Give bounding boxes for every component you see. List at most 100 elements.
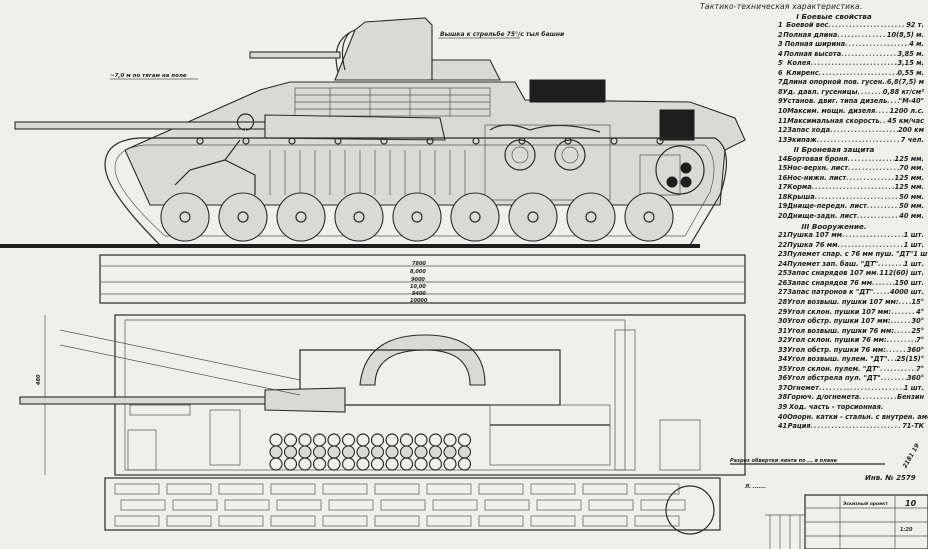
spec-value: 15°: [911, 297, 924, 306]
road-wheel: [624, 192, 674, 242]
track-link: [432, 499, 478, 511]
spec-label: Полная высота: [783, 49, 842, 58]
dim-5: 9400: [412, 291, 426, 297]
spec-row: 8Уд. давл. гусеницы ....................…: [700, 88, 928, 98]
road-wheel: [450, 192, 500, 242]
spec-leader: ..............................: [887, 355, 896, 364]
track-link: [270, 483, 316, 495]
spec-leader: ..............................: [866, 202, 899, 211]
spec-label: Днище-передн. лист: [787, 202, 867, 211]
track-link: [484, 499, 530, 511]
spec-number: 28: [778, 297, 788, 306]
spec-number: 17: [778, 183, 788, 192]
spec-label: Запас снарядов 107 мм: [787, 269, 877, 278]
spec-leader: ..............................: [887, 97, 898, 106]
spec-leader: ..............................: [891, 307, 916, 316]
track-link: [374, 483, 420, 495]
spec-label: Угол возвыш. пушки 107 мм:: [787, 297, 899, 306]
shell: [298, 457, 312, 471]
track-link: [120, 499, 166, 511]
spec-label: Пушка 76 мм: [787, 240, 838, 249]
shell: [312, 457, 327, 471]
shell: [283, 445, 298, 459]
shell: [414, 457, 428, 471]
spec-leader: ..............................: [845, 40, 909, 49]
shell: [327, 445, 341, 459]
track-link: [426, 483, 472, 495]
spec-leader: ..............................: [879, 116, 888, 125]
shell: [312, 445, 327, 459]
shell: [269, 433, 283, 447]
spec-value: 150 шт.: [894, 278, 924, 287]
spec-value: 1200 л.с.: [889, 107, 924, 116]
spec-number: 3: [778, 40, 783, 49]
shell: [399, 433, 414, 447]
spec-value: 7 чел.: [900, 135, 924, 144]
spec-label: Рация: [787, 422, 811, 431]
return-roller: [518, 137, 526, 145]
spec-leader: [883, 403, 924, 413]
spec-value: 50 мм.: [899, 202, 924, 211]
shell: [269, 445, 283, 459]
track: [104, 137, 728, 246]
spec-number: 40: [778, 412, 788, 421]
spec-label: Полная ширина: [784, 40, 846, 49]
spec-value: 125 мм.: [894, 183, 924, 192]
spec-value: 112(60) шт.: [879, 269, 924, 278]
spec-leader: ..............................: [880, 374, 907, 383]
spec-number: 1: [778, 21, 783, 30]
spec-value: 1 шт.: [913, 250, 928, 259]
spec-leader: ..............................: [830, 126, 898, 135]
shell: [399, 457, 414, 471]
shell: [443, 433, 457, 447]
spec-number: 18: [778, 192, 788, 201]
shell: [283, 433, 298, 447]
spec-label: Нос-нижн. лист: [787, 173, 847, 182]
track-link: [634, 483, 680, 495]
dimension-band: 7800 8,000 9000 10,00 9400 10000: [99, 254, 746, 304]
spec-number: 25: [778, 269, 788, 278]
spec-label: Огнемет: [787, 383, 819, 392]
track-link: [224, 499, 270, 511]
return-roller: [610, 137, 618, 145]
main-gun-barrel: [14, 121, 266, 130]
shell: [327, 457, 341, 471]
spec-value: 125 мм.: [894, 173, 924, 182]
spec-label: Запас снарядов 76 мм: [787, 278, 872, 287]
track-link: [166, 515, 212, 527]
spec-leader: ..............................: [857, 87, 883, 96]
dim-3: 9000: [411, 277, 425, 283]
spec-label: Бортовая броня: [787, 154, 848, 163]
return-roller: [426, 137, 434, 145]
hull: [124, 81, 746, 206]
road-wheel-hub: [643, 211, 655, 223]
spec-leader: ..............................: [893, 326, 912, 335]
spec-leader: ..............................: [810, 422, 903, 431]
spec-value: 7°: [916, 336, 924, 345]
spec-leader: ..............................: [873, 288, 891, 297]
engine-deck-grille: [529, 79, 606, 103]
shell: [414, 445, 428, 459]
spec-number: 41: [778, 422, 788, 431]
track-link: [582, 515, 628, 527]
spec-value: 25°: [911, 326, 924, 335]
spec-label: Уд. давл. гусеницы: [782, 87, 858, 96]
front-note: ~7,0 м по тягам на поле: [110, 73, 187, 79]
small-note: Л. .......: [744, 484, 766, 490]
return-roller: [472, 137, 480, 145]
road-wheel-hub: [179, 211, 191, 223]
spec-label: Угол возвыш. пулем. "ДТ": [787, 355, 888, 364]
road-wheel-hub: [469, 211, 481, 223]
spec-value: 125 мм.: [894, 154, 924, 163]
shell: [356, 445, 370, 459]
